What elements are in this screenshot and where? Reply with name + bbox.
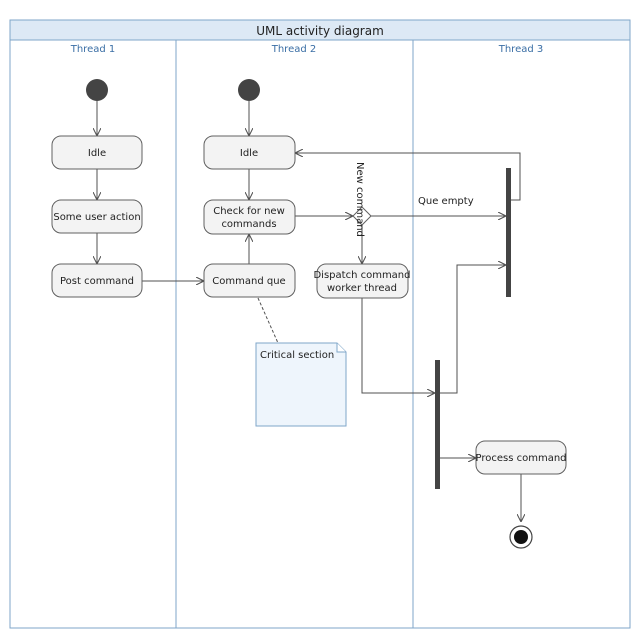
- edge-dispatch-fork: [361, 298, 435, 393]
- critical-section-note: [255, 342, 347, 427]
- action-post-command: [51, 263, 143, 298]
- action-check-for-new-commands: [203, 199, 296, 235]
- action-some-user-action-label: Some user action: [53, 212, 140, 223]
- diagram-title: UML activity diagram: [256, 24, 384, 38]
- action-post-command-label: Post command: [60, 276, 134, 287]
- action-check-line-2: commands: [221, 219, 276, 230]
- title-bar: [9, 19, 631, 41]
- join-bar-thread-3: [506, 168, 511, 297]
- action-command-que-label: Command que: [212, 276, 285, 287]
- action-idle-thread-2: [203, 135, 296, 170]
- lane-title-thread-1: Thread 1: [70, 44, 116, 55]
- note-fold: [336, 343, 346, 353]
- action-idle-thread-1: [51, 135, 143, 170]
- edge-fork-join: [440, 265, 506, 394]
- start-node-thread-2: [238, 79, 260, 101]
- decision-node: [352, 206, 372, 226]
- edge-join-idle: [295, 153, 521, 201]
- action-idle-thread-2-label: Idle: [240, 148, 258, 159]
- action-dispatch-line-2: worker thread: [327, 283, 397, 294]
- edge-label-new-command: New command: [354, 162, 365, 237]
- action-dispatch-command: [316, 263, 409, 299]
- action-command-que: [203, 263, 296, 298]
- action-some-user-action: [51, 199, 143, 234]
- fork-bar: [435, 360, 440, 489]
- edge-label-que-empty: Que empty: [418, 196, 474, 207]
- lane-title-thread-3: Thread 3: [498, 44, 544, 55]
- action-process-command-label: Process command: [475, 453, 566, 464]
- start-node-thread-1: [86, 79, 108, 101]
- end-node-inner: [514, 530, 528, 544]
- action-check-line-1: Check for new: [213, 206, 285, 217]
- diagram-frame: [9, 19, 631, 629]
- lane-title-thread-2: Thread 2: [271, 44, 317, 55]
- critical-section-note-text: Critical section: [260, 350, 334, 361]
- action-idle-thread-1-label: Idle: [88, 148, 106, 159]
- note-anchor-line: [257, 297, 279, 344]
- action-process-command: [475, 440, 567, 475]
- action-dispatch-line-1: Dispatch command: [313, 270, 410, 281]
